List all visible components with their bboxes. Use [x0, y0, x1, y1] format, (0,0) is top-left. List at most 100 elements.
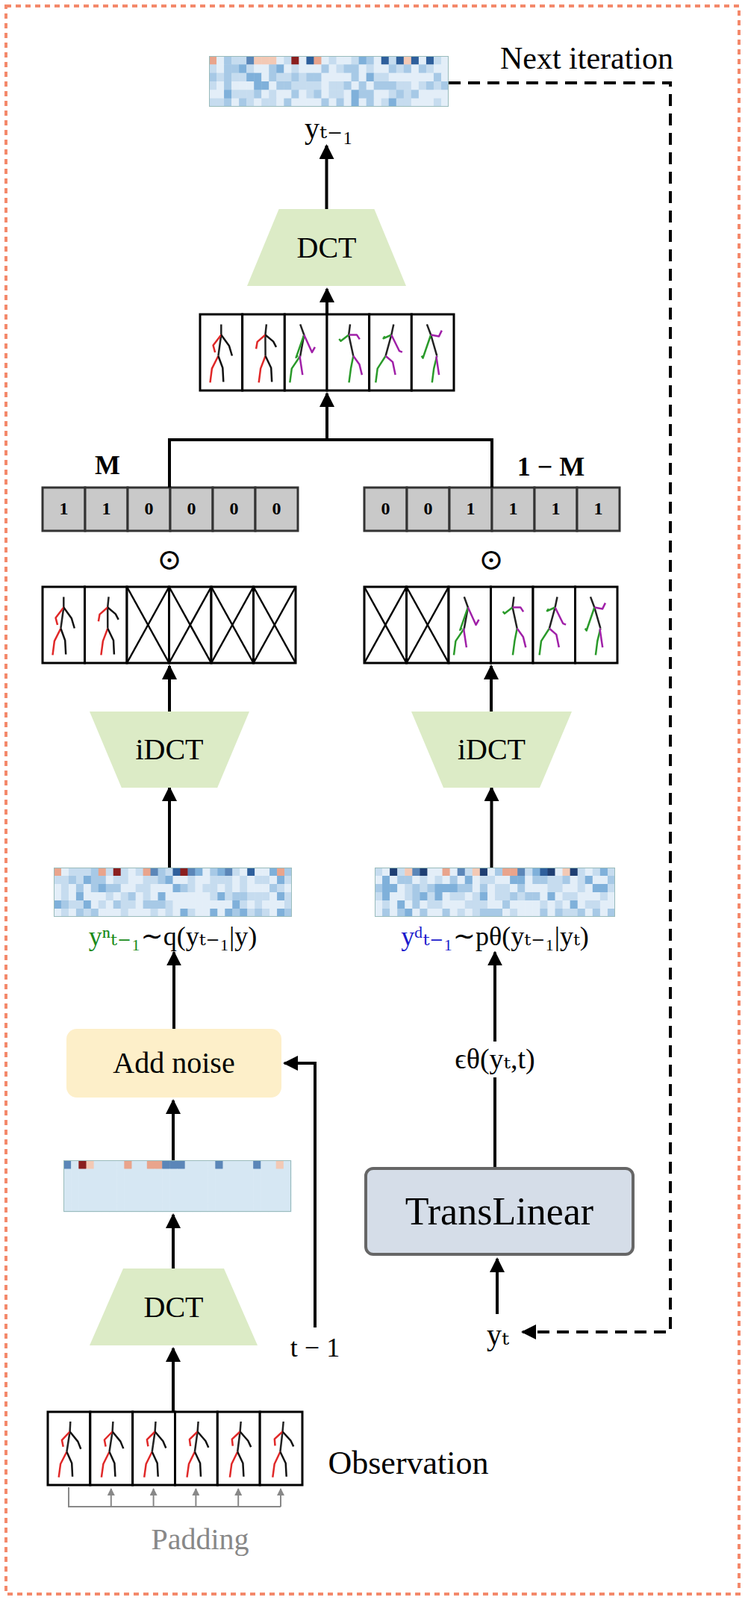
heatmap-cell [276, 1177, 285, 1187]
heatmap-cell [253, 1186, 262, 1196]
heatmap-cell [276, 73, 285, 83]
pose-frame [575, 586, 619, 663]
heatmap-cell [132, 1177, 141, 1187]
heatmap-cell [106, 892, 114, 902]
pose-frame [126, 586, 170, 663]
heatmap-cell [261, 64, 270, 74]
heatmap-cell [262, 867, 270, 877]
heatmap-cell [396, 89, 405, 99]
label-text: 1 [509, 498, 519, 520]
heatmap-cell [216, 89, 225, 99]
heatmap-cell [224, 883, 233, 893]
heatmap-cell [359, 64, 368, 74]
heatmap-cell [457, 908, 466, 917]
pose-bone [279, 1451, 286, 1477]
heatmap-cell [154, 1169, 163, 1178]
heatmap-cell [329, 73, 338, 83]
heatmap-cell [426, 900, 436, 910]
heatmap-border [64, 1160, 292, 1212]
heatmap-cell [555, 900, 564, 910]
heatmap-cell [106, 867, 114, 877]
heatmap-cell [441, 55, 449, 65]
heatmap-cell [223, 64, 233, 74]
heatmap-cell [320, 55, 330, 65]
heatmap-cell [108, 1194, 118, 1204]
heatmap-cell [268, 1186, 277, 1196]
heatmap-cell [91, 892, 99, 902]
heatmap-cell [435, 892, 444, 902]
heatmap-cell [78, 1194, 87, 1204]
heatmap-cell [260, 1186, 269, 1196]
heatmap-cell [344, 81, 353, 91]
heatmap-cell [123, 1186, 133, 1196]
heatmap-cell [98, 908, 107, 917]
pose-bone [385, 356, 396, 375]
heatmap-cell [187, 883, 195, 893]
pose-bone [237, 1451, 244, 1477]
mask-cell [85, 487, 128, 531]
heatmap-cell [177, 1177, 186, 1187]
heatmap-cell [135, 900, 144, 910]
mask-cell [170, 487, 213, 531]
heatmap-cell [351, 98, 360, 107]
label-text: 0 [381, 498, 391, 520]
heatmap-cell [238, 1203, 247, 1213]
mask-cell [491, 487, 535, 531]
heatmap-cell [86, 1169, 95, 1178]
heatmap-cell [128, 867, 136, 877]
heatmap-cell [487, 900, 496, 910]
mask-cell [364, 487, 407, 531]
pose-bone [547, 607, 556, 612]
heatmap-cell [202, 867, 210, 877]
heatmap-cell [276, 1169, 285, 1178]
pose-bone [383, 335, 392, 339]
heatmap-cell [116, 1203, 125, 1213]
heatmap-cell [53, 867, 62, 877]
heatmap-cell [570, 883, 579, 893]
heatmap-cell [83, 892, 92, 902]
heatmap-cell [268, 1177, 277, 1187]
heatmap-cell [91, 908, 99, 917]
heatmap-cell [306, 64, 315, 74]
heatmap-cell [607, 908, 616, 917]
heatmap-cell [106, 900, 114, 910]
heatmap-cell [426, 883, 436, 893]
heatmap-cell [592, 908, 601, 917]
node-text: DCT [144, 1289, 204, 1325]
heatmap-node: yⁿₜ₋₁∼q(yₜ₋₁|y) [53, 867, 292, 952]
heatmap-cell [154, 1203, 163, 1213]
heatmap-cell [600, 900, 609, 910]
arrow-line [284, 1061, 317, 1065]
heatmap-cell [607, 867, 616, 877]
heatmap-cell [247, 892, 255, 902]
heatmap-cell [139, 1186, 148, 1196]
edge-label: ϵθ(yₜ,t) [451, 1041, 538, 1078]
heatmap-cell [283, 1160, 292, 1170]
heatmap-cell [135, 867, 144, 877]
pose-bone [436, 356, 440, 375]
pose-bone [468, 607, 480, 625]
heatmap-cell [223, 98, 233, 107]
heatmap-cell [435, 867, 444, 877]
connector-arrow [167, 787, 171, 868]
heatmap-cell [120, 900, 129, 910]
label-text: t − 1 [290, 1332, 340, 1364]
heatmap-cell [284, 875, 292, 885]
heatmap-cell [298, 64, 307, 74]
outer-dashed-border [5, 5, 740, 1594]
heatmap-cell [592, 892, 601, 902]
heatmap-cell [165, 892, 174, 902]
heatmap-cell [214, 1194, 224, 1204]
heatmap-cell [150, 867, 159, 877]
heatmap-cell [232, 875, 240, 885]
heatmap-cell [194, 883, 203, 893]
observation-pose-strip [47, 1411, 303, 1485]
arrow-line [325, 393, 329, 440]
heatmap-cell [173, 875, 181, 885]
heatmap-cell [224, 867, 233, 877]
heatmap-cell [158, 892, 166, 902]
mask-cell [577, 487, 620, 531]
pose-frame [406, 586, 450, 663]
heatmap-cell [283, 1203, 292, 1213]
heatmap-cell [116, 1177, 125, 1187]
